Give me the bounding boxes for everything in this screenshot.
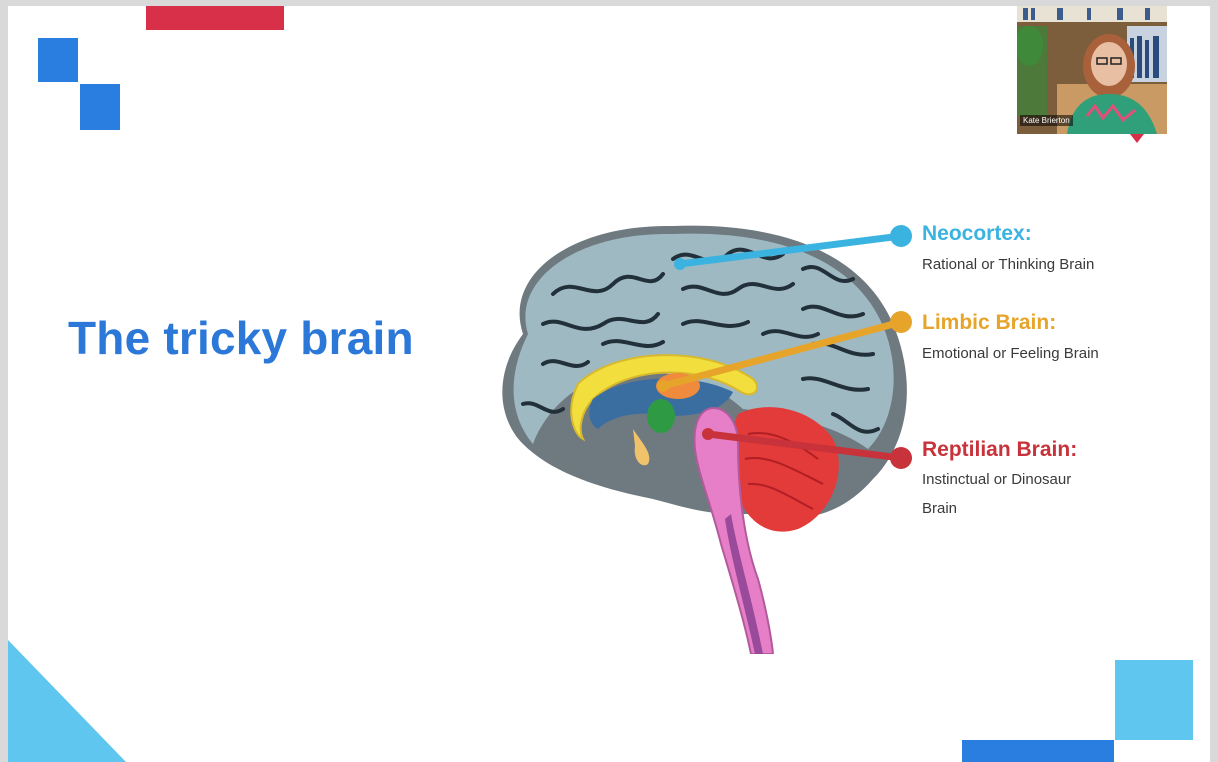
reptilian-description-line-2: Brain bbox=[922, 496, 957, 522]
presentation-slide: The tricky brain bbox=[8, 6, 1210, 762]
limbic-pointer-dot bbox=[890, 311, 912, 333]
participant-video-thumbnail[interactable]: Kate Brierton bbox=[1017, 6, 1167, 134]
limbic-heading: Limbic Brain: bbox=[922, 311, 1056, 335]
reptilian-pointer-dot bbox=[890, 447, 912, 469]
limbic-pointer-line bbox=[663, 322, 901, 386]
reptilian-pointer-tip bbox=[702, 428, 714, 440]
reptilian-heading: Reptilian Brain: bbox=[922, 438, 1077, 462]
neocortex-pointer-tip bbox=[674, 258, 686, 270]
participant-name-label: Kate Brierton bbox=[1020, 115, 1073, 126]
reptilian-pointer-line bbox=[708, 434, 901, 458]
limbic-pointer-tip bbox=[657, 380, 669, 392]
limbic-description: Emotional or Feeling Brain bbox=[922, 341, 1099, 367]
neocortex-description: Rational or Thinking Brain bbox=[922, 252, 1094, 278]
video-indicator-caret bbox=[1130, 134, 1144, 144]
neocortex-pointer-line bbox=[680, 236, 901, 264]
reptilian-description-line-1: Instinctual or Dinosaur bbox=[922, 467, 1071, 493]
neocortex-pointer-dot bbox=[890, 225, 912, 247]
neocortex-heading: Neocortex: bbox=[922, 222, 1032, 246]
